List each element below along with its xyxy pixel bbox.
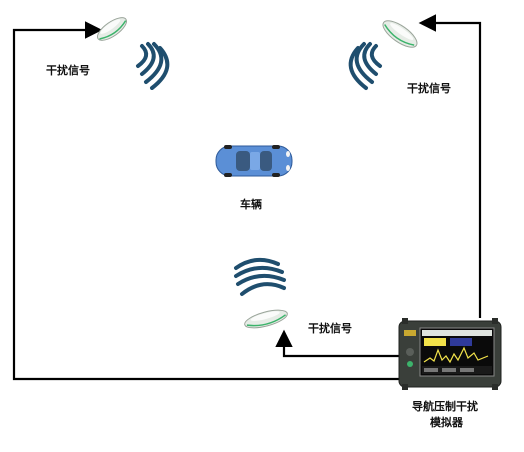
- jammer-label-top-right: 干扰信号: [407, 82, 451, 95]
- jammer-label-bottom: 干扰信号: [308, 322, 352, 335]
- jammer-label-top-left: 干扰信号: [46, 64, 90, 77]
- car-icon: [215, 145, 293, 177]
- simulator-device-icon: [398, 318, 502, 390]
- line-to-bottom-antenna: [275, 329, 402, 358]
- antenna-dish-icon-bottom: [244, 309, 288, 329]
- simulator-label-line2: 模拟器: [430, 416, 463, 429]
- antenna-dish-icon-top-left: [97, 17, 127, 41]
- antenna-dish-icon-top-right: [382, 20, 418, 48]
- signal-wave-icon-top-right: [348, 42, 382, 90]
- line-to-top-left-antenna: [12, 21, 402, 381]
- simulator-label-line1: 导航压制干扰: [412, 400, 478, 413]
- signal-wave-icon-bottom: [234, 257, 286, 296]
- signal-wave-icon-top-left: [136, 42, 170, 90]
- vehicle-label: 车辆: [240, 198, 262, 211]
- line-to-top-right-antenna: [418, 14, 482, 318]
